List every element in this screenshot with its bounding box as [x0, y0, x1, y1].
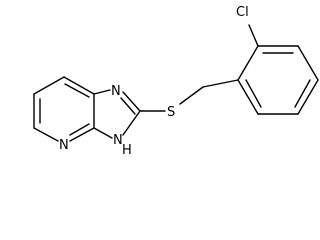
benzene-ring	[237, 24, 319, 115]
chlorine-atom-label: Cl	[236, 5, 249, 20]
bond-c7a-n1	[93, 89, 111, 95]
bond-n1-c2	[122, 91, 141, 112]
bond-c5-c6	[33, 127, 59, 142]
bond-b6-b1	[237, 79, 259, 115]
bond-b1-b2	[237, 45, 259, 81]
bond-c3a-c7a	[63, 76, 95, 95]
bond-n-c6	[69, 127, 95, 142]
bond-b2-cl	[248, 24, 259, 47]
bond-c7a-c4	[33, 76, 65, 95]
bond-b4-b5-inner	[294, 79, 311, 108]
pyridine-ring	[33, 76, 95, 142]
pyridine-nitrogen-label: N	[59, 138, 69, 153]
imine-nitrogen-label: N	[111, 84, 121, 99]
bond-c7a-c3a-inner	[64, 83, 90, 98]
bond-s-ch2	[179, 86, 204, 105]
bond-ch2-aryl	[202, 79, 239, 88]
sulfur-atom-label: S	[167, 105, 175, 120]
nh-hydrogen-label: H	[122, 143, 132, 158]
bond-n1-c2-double	[120, 97, 136, 115]
bond-b3-b4	[297, 45, 319, 81]
bond-n3-c3a	[93, 127, 113, 139]
nh-nitrogen-label: N	[113, 133, 123, 148]
bond-b6-b1-inner	[245, 79, 262, 108]
thioether-linker	[139, 79, 239, 112]
bond-c6-n-inner	[69, 123, 90, 136]
bond-b4-b5	[297, 79, 319, 115]
bond-c2-n3	[122, 110, 141, 136]
imidazole-ring	[93, 89, 141, 139]
chemical-structure-diagram: Cl S N N N H	[33, 5, 319, 158]
